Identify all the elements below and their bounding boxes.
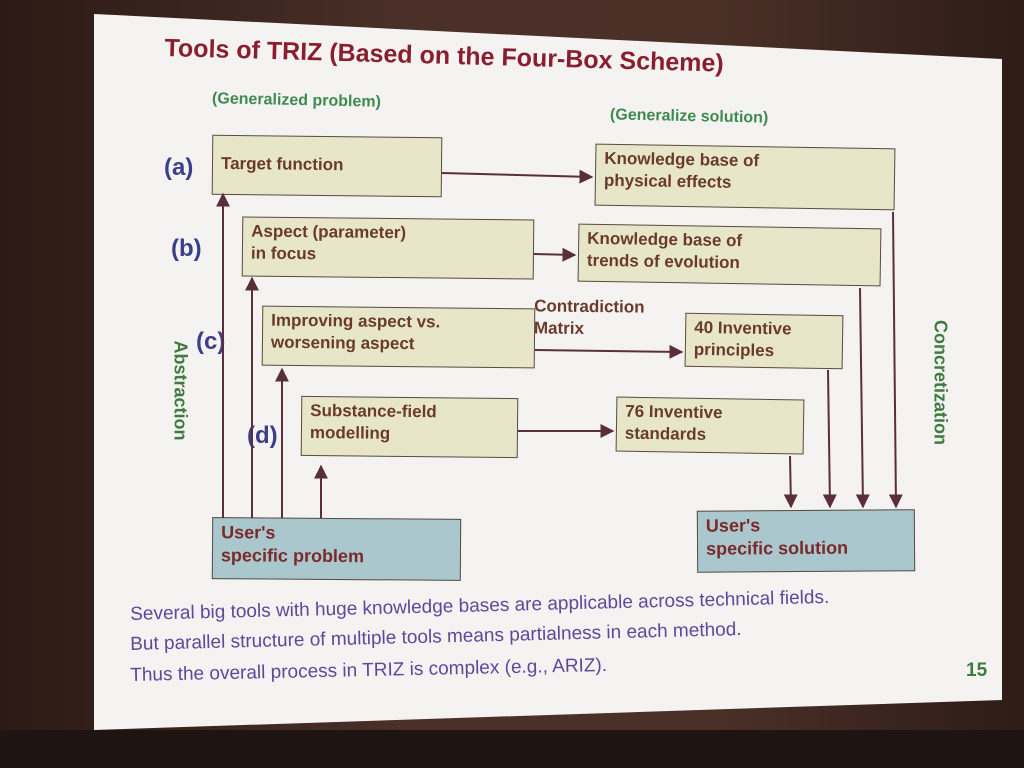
row-label-b: (b) [171,235,202,262]
arrow-effects-to-solution [888,211,903,509]
row-label-c: (c) [196,328,226,355]
page-number: 15 [966,660,988,681]
floor-strip [0,730,1024,768]
arrow-target-to-effects [441,169,594,184]
arrow-aspect-to-trends [533,247,577,262]
projector-screen [94,14,1002,730]
row-label-a: (a) [164,154,194,181]
arrow-trends-to-solution [855,287,870,509]
arrow-standards-to-solution [783,455,798,509]
arrow-principles-to-solution [822,369,837,509]
arrow-improving-to-principles [534,344,684,359]
